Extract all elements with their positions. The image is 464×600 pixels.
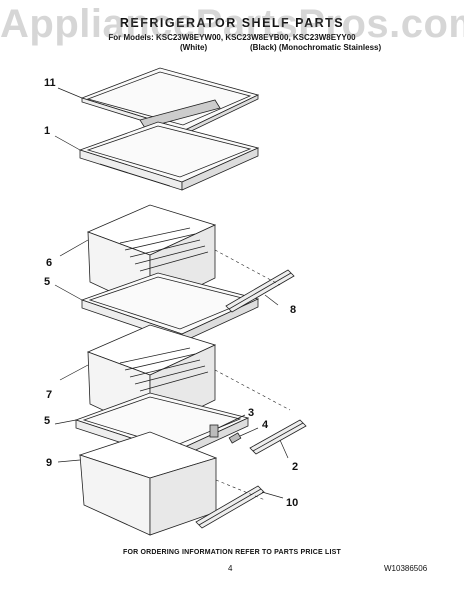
callout-4: 4 [262,419,269,431]
callout-9: 9 [46,457,52,469]
shelf-part-11[interactable] [80,67,260,135]
callout-5-upper: 5 [44,276,50,288]
callout-5-lower: 5 [44,415,50,427]
callout-10: 10 [286,497,298,509]
leader-lines [54,87,289,499]
rail-part-2[interactable] [249,419,307,455]
fastener-part-4[interactable] [228,432,242,444]
alignment-lines [214,249,291,501]
callout-8: 8 [290,304,296,316]
callout-7: 7 [46,389,52,401]
page-title: REFRIGERATOR SHELF PARTS [119,16,345,30]
drawer-part-9[interactable] [78,431,218,536]
page-number: 4 [228,564,233,573]
callout-1: 1 [44,125,50,137]
callout-2: 2 [292,461,298,473]
variant-white-label: (White) [180,43,208,52]
callout-6: 6 [46,257,52,269]
fastener-part-3[interactable] [209,424,219,438]
rail-part-10[interactable] [195,485,265,529]
rail-part-8[interactable] [225,269,295,313]
ordering-note: FOR ORDERING INFORMATION REFER TO PARTS … [122,549,342,556]
variant-black-label: (Black) (Monochromatic Stainless) [250,43,382,52]
document-number: W10386506 [384,564,428,573]
callout-11: 11 [44,77,56,89]
shelf-part-1[interactable] [78,121,260,191]
callout-3: 3 [248,407,254,419]
model-list: For Models: KSC23W8EYW00, KSC23W8EYB00, … [108,33,356,42]
